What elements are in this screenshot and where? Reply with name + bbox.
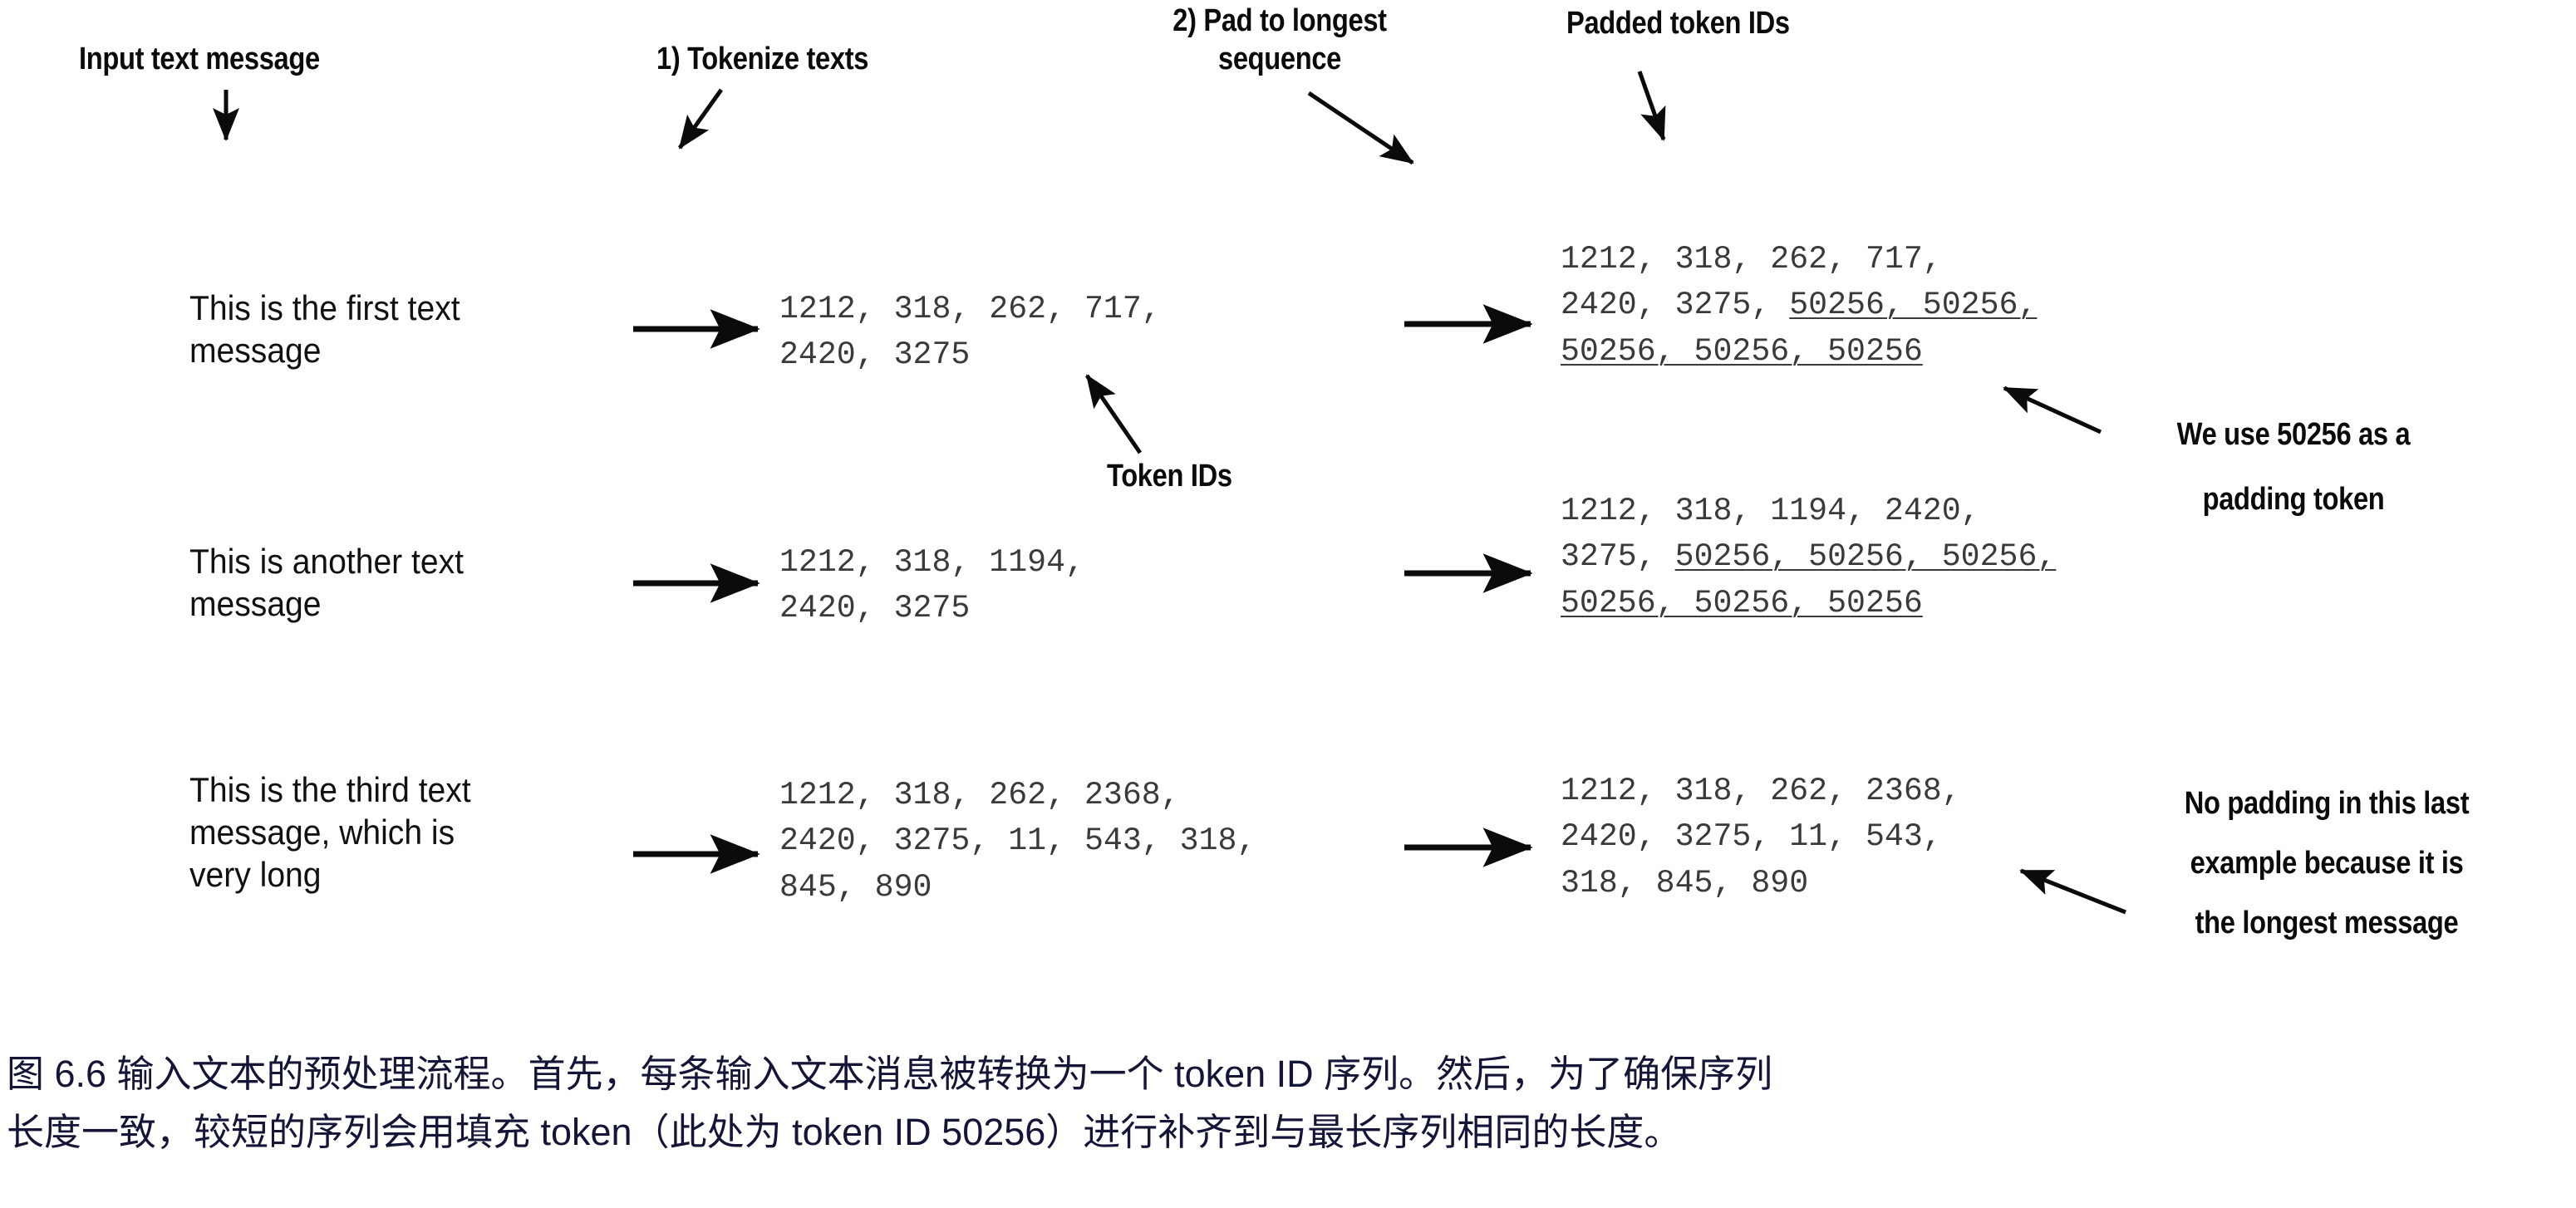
header-pad-to-longest-sequence-line1: 2) Pad to longest [1172,3,1387,38]
padding-token-run: 50256, 50256, 50256 [1561,332,1923,370]
token-run: 2420, 3275, 11, 543, 318, [779,823,1256,860]
token-id-line: 2420, 3275, 11, 543, 318, [779,818,1256,864]
token-id-line: 1212, 318, 1194, [779,540,1084,586]
header-pad-to-longest-sequence-line2: sequence [1217,42,1342,76]
token-run: 3275, [1561,538,1675,576]
padded-token-ids-row-3: 1212, 318, 262, 2368, 2420, 3275, 11, 543… [1561,769,1961,906]
label-no-padding-note-line3: the longest message [2195,906,2459,940]
arrow-no-padding-callout [2019,868,2126,915]
token-id-line: 1212, 318, 1194, 2420, [1561,489,2056,534]
token-run: 2420, 3275, 11, 543, [1561,818,1942,856]
token-run: 1212, 318, 262, 2368, [1561,773,1961,809]
arrow-pad-to-longest [1307,91,1414,165]
token-run: 1212, 318, 262, 2368, [779,777,1180,813]
padding-token-run: 50256, 50256, 50256 [1561,584,1923,621]
token-id-line: 2420, 3275, 11, 543, [1561,814,1961,860]
token-id-line: 50256, 50256, 50256 [1561,581,2056,626]
padded-token-ids-row-2: 1212, 318, 1194, 2420, 3275, 50256, 50256… [1561,489,2056,626]
token-id-line: 1212, 318, 262, 717, [779,287,1161,332]
label-no-padding-note-line1: No padding in this last [2184,786,2470,821]
token-id-line: 2420, 3275 [779,586,1084,631]
token-run: 1212, 318, 1194, [779,544,1084,581]
token-id-line: 1212, 318, 262, 2368, [779,773,1256,818]
token-id-line: 1212, 318, 262, 717, [1561,237,2037,282]
token-run: 1212, 318, 262, 717, [1561,241,1942,277]
token-id-line: 3275, 50256, 50256, 50256, [1561,534,2056,580]
token-ids-row-2: 1212, 318, 1194, 2420, 3275 [779,540,1084,632]
label-token-ids: Token IDs [1107,459,1232,494]
token-run: 1212, 318, 1194, 2420, [1561,493,1980,529]
label-no-padding-note-line2: example because it is [2190,846,2464,881]
token-run: 2420, 3275, [1561,287,1790,324]
input-message-row-2: This is another text message [189,542,464,624]
caption-line-2: 长度一致，较短的序列会用填充 token（此处为 token ID 50256）… [7,1110,1682,1153]
figure-caption: 图 6.6 输入文本的预处理流程。首先，每条输入文本消息被转换为一个 token… [7,1045,2569,1161]
input-message-row-3: This is the third text message, which is… [189,770,471,895]
header-input-text-message: Input text message [79,42,320,76]
label-padding-token-note-line1: We use 50256 as a [2176,417,2411,452]
padding-token-run: 50256, 50256, 50256, [1674,538,2057,576]
padding-token-run: 50256, 50256, [1789,287,2038,324]
arrow-token-ids-callout [1084,374,1143,454]
token-ids-row-3: 1212, 318, 262, 2368, 2420, 3275, 11, 543… [779,773,1256,911]
token-ids-row-1: 1212, 318, 262, 717, 2420, 3275 [779,287,1161,379]
padded-token-ids-row-1: 1212, 318, 262, 717, 2420, 3275, 50256, 5… [1561,237,2037,375]
header-padded-token-ids: Padded token IDs [1566,6,1790,41]
figure-diagram: Input text message 1) Tokenize texts 2) … [79,3,2470,940]
arrow-tokenize-texts [677,88,724,150]
caption-line-1: 图 6.6 输入文本的预处理流程。首先，每条输入文本消息被转换为一个 token… [7,1053,1773,1095]
token-id-line: 2420, 3275 [779,332,1161,378]
token-id-line: 845, 890 [779,865,1256,911]
token-run: 2420, 3275 [779,336,971,374]
token-id-line: 2420, 3275, 50256, 50256, [1561,282,2037,328]
token-id-line: 318, 845, 890 [1561,861,1961,906]
header-tokenize-texts: 1) Tokenize texts [656,42,869,76]
arrow-padded-token-ids [1637,71,1666,141]
input-message-row-1: This is the first text message [189,288,460,371]
token-run: 845, 890 [779,868,932,906]
token-run: 2420, 3275 [779,590,971,627]
token-run: 318, 845, 890 [1561,864,1809,901]
label-padding-token-note-line2: padding token [2202,482,2385,517]
token-id-line: 1212, 318, 262, 2368, [1561,769,1961,814]
token-id-line: 50256, 50256, 50256 [1561,329,2037,375]
arrow-padding-token-callout [2003,385,2102,435]
token-run: 1212, 318, 262, 717, [779,291,1161,327]
